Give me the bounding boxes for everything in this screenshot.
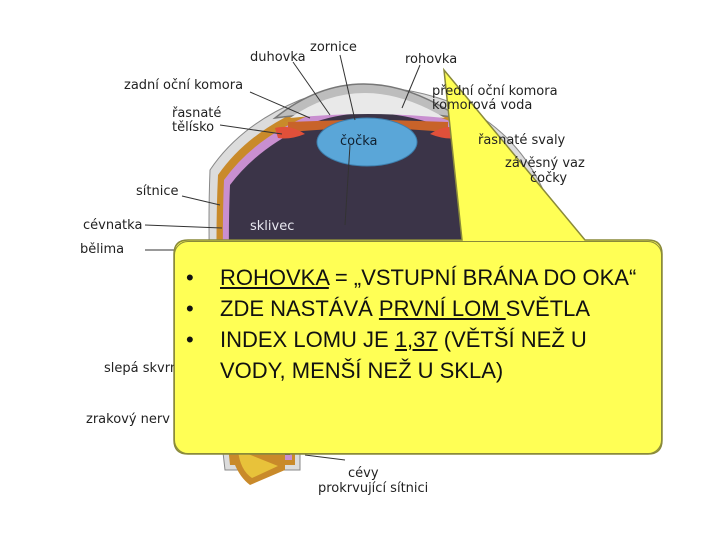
label-svaly: řasnaté svaly bbox=[478, 133, 565, 148]
term-rohovka: ROHOVKA bbox=[220, 265, 329, 290]
bullet-1-text: = „VSTUPNÍ BRÁNA DO OKA“ bbox=[329, 265, 636, 290]
label-predni-komora-2: komorová voda bbox=[432, 98, 532, 113]
label-sklivec: sklivec bbox=[250, 219, 294, 234]
label-prokrvujici: prokrvující sítnici bbox=[318, 481, 428, 496]
label-predni-komora-1: přední oční komora bbox=[432, 84, 558, 99]
label-rasnate-1: řasnaté bbox=[172, 106, 221, 121]
label-cevy: cévy bbox=[348, 466, 379, 481]
label-duhovka: duhovka bbox=[250, 50, 306, 65]
bullet-3: INDEX LOMU JE 1,37 (VĚTŠÍ NEŽ U VODY, ME… bbox=[180, 324, 650, 386]
label-zrakovy-nerv: zrakový nerv bbox=[86, 412, 170, 427]
label-cevnatka: cévnatka bbox=[83, 218, 142, 233]
label-belima: bělima bbox=[80, 242, 124, 257]
bullet-2-post: SVĚTLA bbox=[506, 296, 590, 321]
bullet-2-pre: ZDE NASTÁVÁ bbox=[220, 296, 379, 321]
label-vaz-1: závěsný vaz bbox=[505, 156, 585, 171]
bullet-1: ROHOVKA = „VSTUPNÍ BRÁNA DO OKA“ bbox=[180, 262, 650, 293]
bullet-2: ZDE NASTÁVÁ PRVNÍ LOM SVĚTLA bbox=[180, 293, 650, 324]
label-zornice: zornice bbox=[310, 40, 357, 55]
label-cocka: čočka bbox=[340, 134, 378, 149]
bullet-3-pre: INDEX LOMU JE bbox=[220, 327, 395, 352]
callout-text: ROHOVKA = „VSTUPNÍ BRÁNA DO OKA“ ZDE NAS… bbox=[180, 262, 650, 386]
label-rohovka: rohovka bbox=[405, 52, 457, 67]
index-value: 1,37 bbox=[395, 327, 438, 352]
label-zadni-komora: zadní oční komora bbox=[124, 78, 243, 93]
label-rasnate-2: tělísko bbox=[172, 120, 214, 135]
label-vaz-2: čočky bbox=[530, 171, 567, 186]
term-prvni-lom: PRVNÍ LOM bbox=[379, 296, 506, 321]
label-sitnice: sítnice bbox=[136, 184, 178, 199]
